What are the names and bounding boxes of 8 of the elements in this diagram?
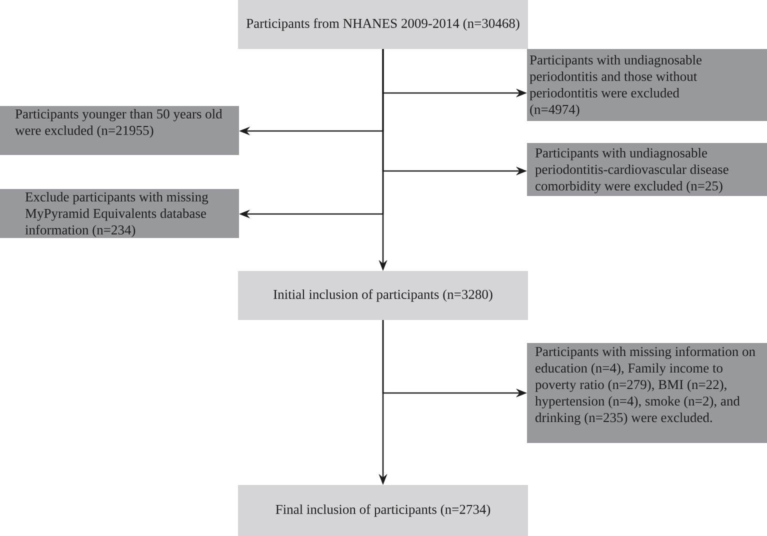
process-box: Participants from NHANES 2009-2014 (n=30468)	[238, 0, 528, 49]
exclusion-box: Participants younger than 50 years old were excluded (n=21955)	[0, 106, 239, 155]
process-box: Final inclusion of participants (n=2734)	[238, 485, 528, 536]
exclusion-box: Participants with undiagnosable periodontitis and those without periodontitis were excluded (n=4974)	[527, 49, 767, 121]
exclusion-box: Exclude participants with missing MyPyramid Equivalents database information (n=234)	[0, 189, 239, 238]
exclusion-box: Participants with undiagnosable periodontitis-cardiovascular disease comorbidity were excluded (n=25)	[527, 143, 767, 196]
exclusion-box: Participants with missing information on education (n=4), Family income to poverty ratio (n=279), BMI (n=22), hypertension (n=4), smoke (n=2), and drinking (n=235) were excluded.	[527, 343, 767, 443]
process-box: Initial inclusion of participants (n=3280)	[238, 271, 528, 320]
